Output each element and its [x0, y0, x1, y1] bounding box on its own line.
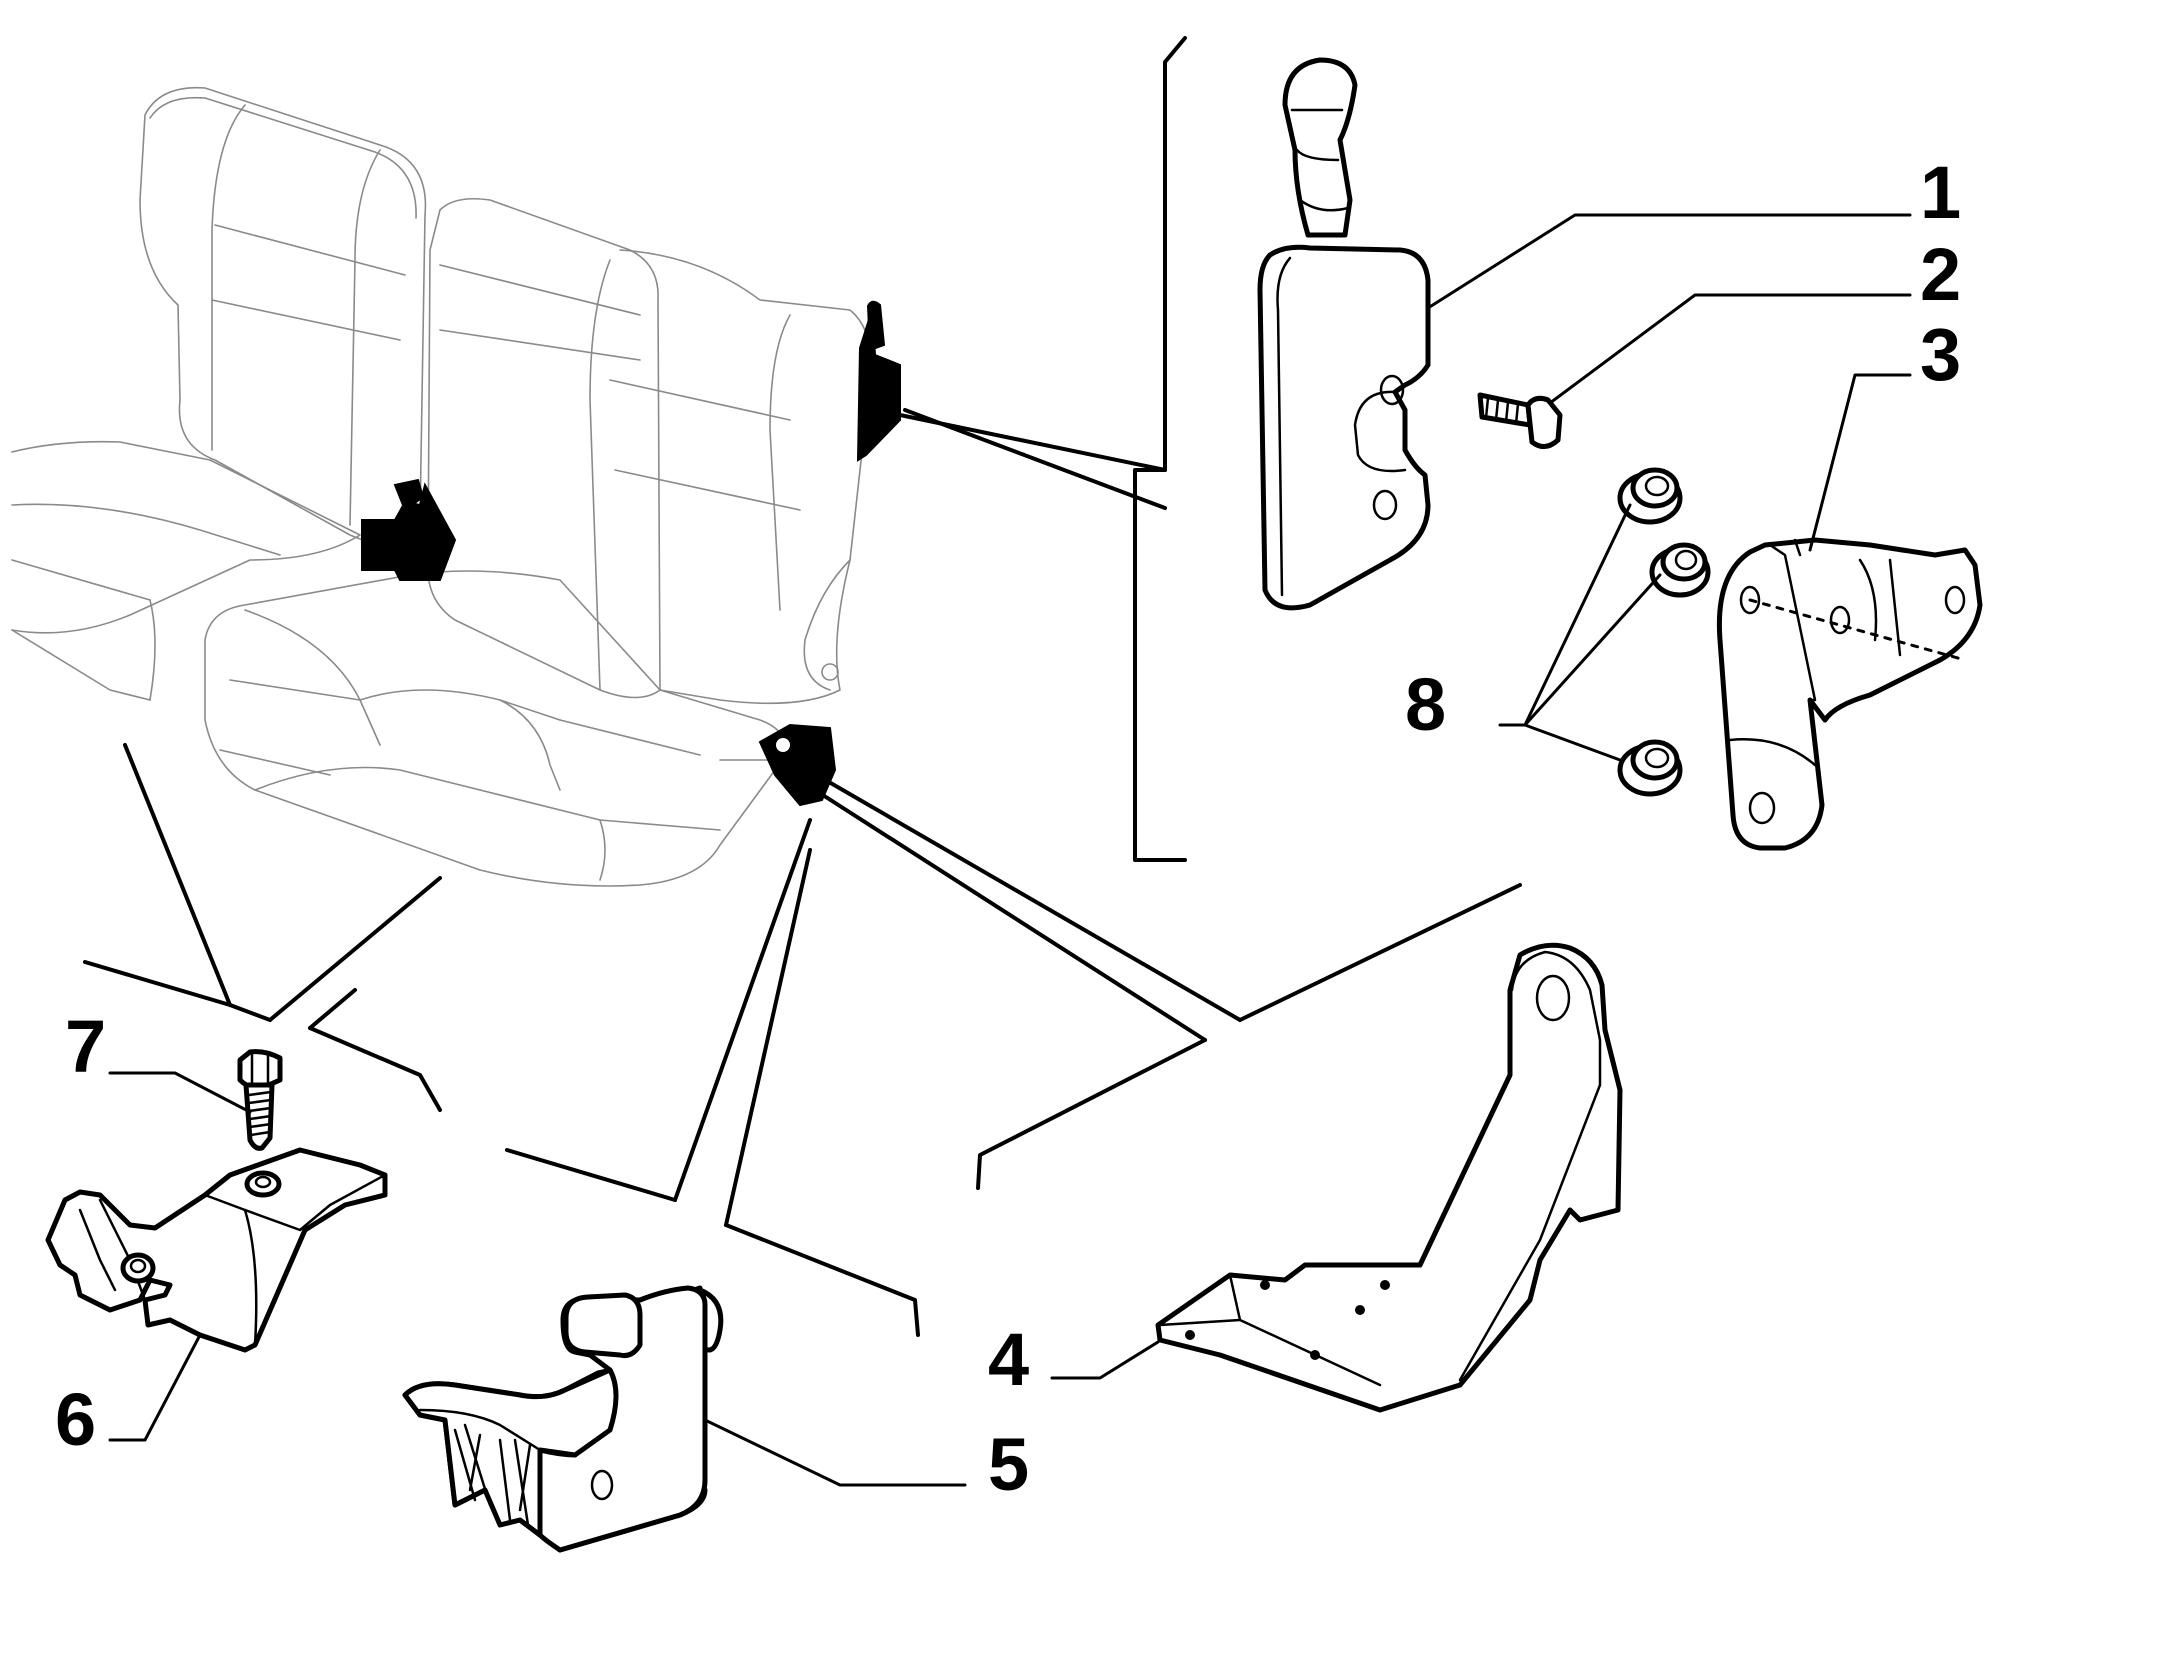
leader-1	[1426, 213, 1912, 310]
callout-4: 4	[988, 1318, 1029, 1401]
leader-3	[1808, 373, 1912, 552]
rear-seat-illustration	[11, 86, 901, 887]
flange-nuts-part	[1617, 467, 1711, 797]
leader-4	[1050, 1340, 1160, 1380]
callout-5: 5	[988, 1423, 1029, 1506]
callout-6: 6	[55, 1378, 96, 1461]
latch-bolt-part	[1477, 392, 1563, 449]
callout-7: 7	[65, 1005, 106, 1088]
callout-8: 8	[1405, 663, 1446, 746]
hex-bolt-part	[237, 1049, 283, 1151]
large-seat-bracket-part	[1155, 942, 1623, 1413]
flange-nut-3	[1617, 739, 1683, 797]
group-bracket-lines	[83, 36, 1522, 1337]
floor-bracket-plate-part	[45, 1147, 388, 1353]
callout-3: 3	[1920, 313, 1961, 396]
leader-8	[1498, 503, 1632, 727]
latch-mounting-bracket-part	[1716, 537, 1983, 851]
callout-2: 2	[1920, 233, 1961, 316]
leader-6	[108, 1333, 202, 1442]
callout-1: 1	[1920, 151, 1961, 234]
flange-nut-1	[1617, 467, 1683, 525]
seat-hook-part	[402, 1285, 724, 1553]
flange-nut-2	[1649, 542, 1711, 598]
callout-leader-lines	[108, 213, 1912, 1487]
seat-latch-part	[1257, 57, 1431, 611]
leader-7	[108, 1071, 252, 1114]
leader-5	[703, 1418, 967, 1487]
leader-2	[1548, 293, 1912, 405]
callout-labels: 1 2 3 4 5 6 7 8	[55, 151, 1961, 1506]
